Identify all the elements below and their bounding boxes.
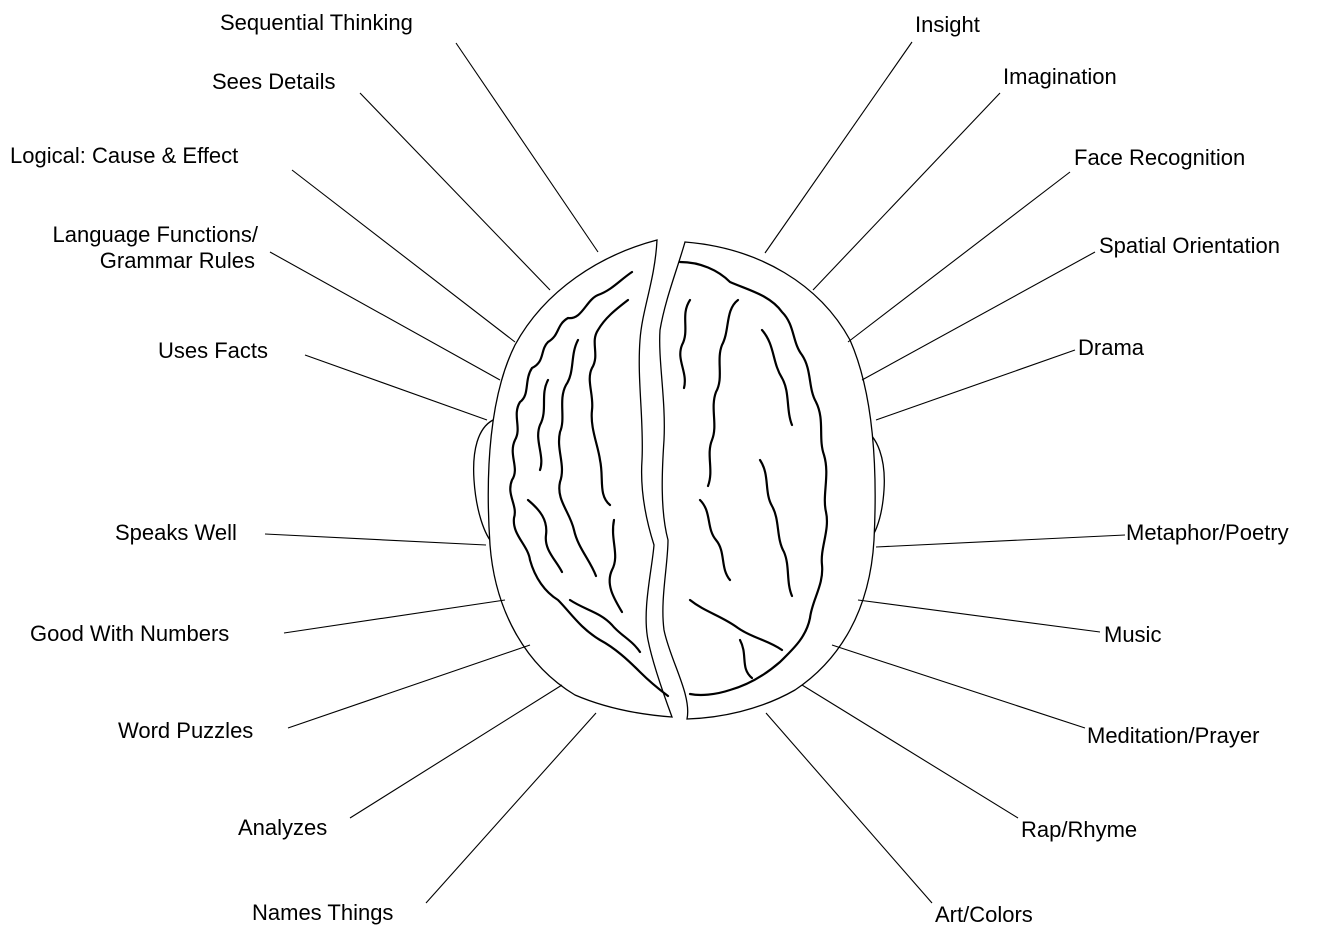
leader-line-rap-rhyme [801,684,1019,819]
label-language-functions: Language Functions/ [52,222,259,247]
label-drama: Drama [1078,335,1145,360]
leader-line-face-recognition [847,171,1071,343]
leader-line-metaphor-poetry [875,534,1126,548]
label-meditation-prayer: Meditation/Prayer [1087,723,1260,748]
right-brain-fold [758,458,794,598]
leader-line-good-with-numbers [283,599,506,634]
left-brain-fold [537,378,550,472]
leader-line-uses-facts [304,354,488,421]
left-brain-fold [608,518,624,614]
left-brain-contour [509,270,670,698]
leader-line-imagination [812,92,1001,291]
label-sequential-thinking: Sequential Thinking [220,10,413,35]
right-brain-fold [760,328,794,427]
label-imagination: Imagination [1003,64,1117,89]
leader-line-art-colors [765,712,933,904]
label-face-recognition: Face Recognition [1074,145,1246,170]
leader-line-speaks-well [264,533,487,546]
right-brain-fold [706,298,740,488]
label-analyzes: Analyzes [238,815,328,840]
label-insight: Insight [915,12,980,37]
label-rap-rhyme: Rap/Rhyme [1021,817,1138,842]
leader-line-spatial-orientation [861,251,1096,381]
label-speaks-well: Speaks Well [115,520,237,545]
label-logical-cause-effect: Logical: Cause & Effect [10,143,239,168]
right-brain-fold [738,638,754,680]
right-brain-fold [679,298,692,390]
right-brain-contour [678,260,828,697]
leader-line-word-puzzles [287,644,531,729]
leader-line-names-things [425,712,597,904]
label-uses-facts: Uses Facts [158,338,269,363]
label-grammar-rules: Grammar Rules [99,248,255,273]
label-names-things: Names Things [252,900,394,925]
leader-line-analyzes [349,684,563,819]
leader-line-language [269,251,501,381]
label-spatial-orientation: Spatial Orientation [1099,233,1280,258]
right-brain-fold [698,498,732,582]
leader-line-meditation-prayer [831,644,1086,729]
left-brain-fold [568,598,642,654]
left-brain-fold [526,498,564,574]
leader-line-insight [764,41,913,254]
leader-line-logical [291,169,516,343]
label-metaphor-poetry: Metaphor/Poetry [1126,520,1289,545]
left-brain-fold [557,338,598,578]
label-music: Music [1104,622,1162,647]
left-hemisphere-outline [487,239,673,718]
right-brain-fold [688,598,784,652]
label-art-colors: Art/Colors [935,902,1033,927]
leader-line-sees-details [359,92,551,291]
label-sees-details: Sees Details [212,69,336,94]
leader-line-drama [875,349,1076,421]
leader-line-sequential-thinking [455,42,599,253]
label-word-puzzles: Word Puzzles [118,718,254,743]
left-brain-fold [588,298,630,507]
leader-line-music [857,599,1101,633]
label-good-with-numbers: Good With Numbers [30,621,230,646]
